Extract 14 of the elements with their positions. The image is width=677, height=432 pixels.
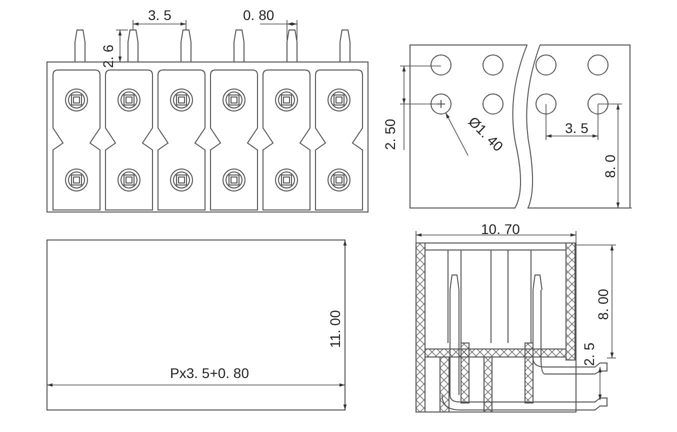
dimension-label: 0. 80 xyxy=(243,8,274,22)
hole-circle xyxy=(430,94,452,114)
dimension-label: 10. 70 xyxy=(481,222,520,236)
dimension-label: Px3. 5+0. 80 xyxy=(170,366,250,380)
dimension-label: 2. 6 xyxy=(101,44,115,68)
leader-line xyxy=(445,112,468,156)
dimension-label: 8. 0 xyxy=(603,154,617,178)
dimension-label: 2. 5 xyxy=(582,342,596,366)
dimension-label: 8. 00 xyxy=(596,288,610,320)
dimension-label: 11. 00 xyxy=(328,310,342,348)
dimension-label: 2. 50 xyxy=(383,118,397,150)
dimension-label: 3. 5 xyxy=(565,121,588,135)
dimension-label: 3. 5 xyxy=(148,8,172,22)
diameter-label: Ø1. 40 xyxy=(466,114,506,154)
